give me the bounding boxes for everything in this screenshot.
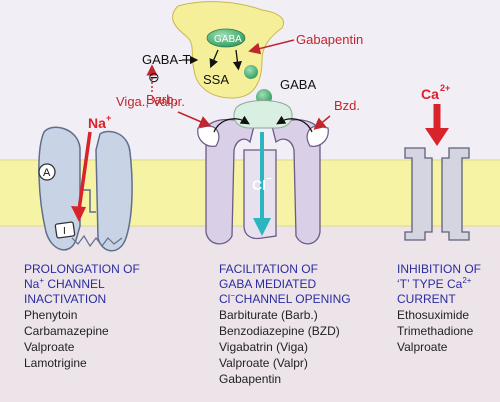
ca-drug-item: Ethosuximide [397,308,470,322]
gaba-vesicle-top [206,28,246,48]
ca-heading-line-2: ‘T’ TYPE Ca2+ [397,276,472,292]
ca-heading-line-1: INHIBITION OF [397,262,481,276]
na-heading-line-3: INACTIVATION [24,292,107,306]
ca-drug-list: Ethosuximide Trimethadione Valproate [397,307,497,355]
chloride-label: Cl [252,177,266,193]
ca-channel-right-block [441,147,470,241]
na-label: Na [88,115,106,131]
na-charge: + [106,113,111,123]
gaba-drug-item: Gabapentin [219,372,282,386]
ca-charge: 2+ [440,83,450,93]
bzd-label: Bzd. [334,98,360,113]
gaba-vesicle-down-arrow [232,49,242,71]
gaba-to-ssa-arrow [209,49,219,69]
gaba-panel: FACILITATION OF GABA MEDIATED Cl−CHANNEL… [219,262,389,387]
gaba-binding-site [233,100,293,129]
gaba-heading-line-3: Cl−CHANNEL OPENING [219,291,351,307]
viga-valpr-label: Viga., Valpr. [116,94,185,109]
na-panel-heading: PROLONGATION OF Na+ CHANNEL INACTIVATION [24,262,204,307]
na-heading-line-1: PROLONGATION OF [24,262,140,276]
chloride-arrowhead [253,218,271,236]
gaba-release-1 [244,65,258,79]
ca-channel-left-block [404,147,433,241]
na-drug-item: Lamotrigine [24,356,87,370]
gaba-drug-item: Valproate (Valpr) [219,356,308,370]
ca-drug-item: Trimethadione [397,324,474,338]
receptor-left-subunit [205,118,255,245]
inactivation-tail [71,234,123,248]
gaba-heading-line-2: GABA MEDIATED [219,277,317,291]
ssa-label: SSA [203,72,229,87]
na-drug-item: Carbamazepine [24,324,109,338]
gaba-heading-line-1: FACILITATION OF [219,262,318,276]
inactivation-gate-label: I [63,226,66,237]
receptor-left-cleft [197,125,220,147]
gaba-t-label: GABA-T [142,52,190,67]
gaba-vesicle-label: GABA [214,34,242,45]
ca-panel-heading: INHIBITION OF ‘T’ TYPE Ca2+ CURRENT [397,262,497,307]
gaba-drug-list: Barbiturate (Barb.) Benzodiazepine (BZD)… [219,307,389,387]
na-influx-arrow [77,131,92,211]
ca-arrowhead [425,128,449,146]
gabapentin-label: Gabapentin [296,32,363,47]
ca-label: Ca [421,86,439,102]
activation-gate-label: A [43,167,51,179]
activation-gate [38,163,56,181]
bzd-pointer-arrow [313,115,331,130]
ca-heading-line-3: CURRENT [397,292,456,306]
na-heading-line-2: Na+ CHANNEL [24,276,105,292]
inactivation-gate [54,221,76,239]
chloride-charge: − [266,174,272,185]
barb-binding-arrow [213,115,250,133]
na-channel-right-subunit [95,130,133,252]
ca-channel [404,104,470,241]
gaba-drug-item: Vigabatrin (Viga) [219,340,308,354]
na-channel [38,126,133,252]
na-channel-linker [80,189,96,213]
na-drug-item: Phenytoin [24,308,78,322]
na-arrowhead [71,206,86,222]
barb-label: Barb. [146,92,177,107]
gabapentin-arrow [248,39,295,55]
gaba-panel-heading: FACILITATION OF GABA MEDIATED Cl−CHANNEL… [219,262,389,307]
inhibition-symbol: ⊖ [148,69,160,85]
gaba-receptor [177,100,331,245]
barb-pointer-arrow [177,111,212,128]
ca-channel-panel: INHIBITION OF ‘T’ TYPE Ca2+ CURRENT Etho… [397,262,497,355]
bzd-binding-arrow [276,115,313,133]
na-drug-list: Phenytoin Carbamazepine Valproate Lamotr… [24,307,204,371]
gaba-released-label: GABA [280,77,316,92]
gaba-drug-item: Benzodiazepine (BZD) [219,324,340,338]
gaba-drug-item: Barbiturate (Barb.) [219,308,318,322]
receptor-right-cleft [306,125,329,147]
na-drug-item: Valproate [24,340,75,354]
na-channel-panel: PROLONGATION OF Na+ CHANNEL INACTIVATION… [24,262,204,371]
ca-drug-item: Valproate [397,340,448,354]
